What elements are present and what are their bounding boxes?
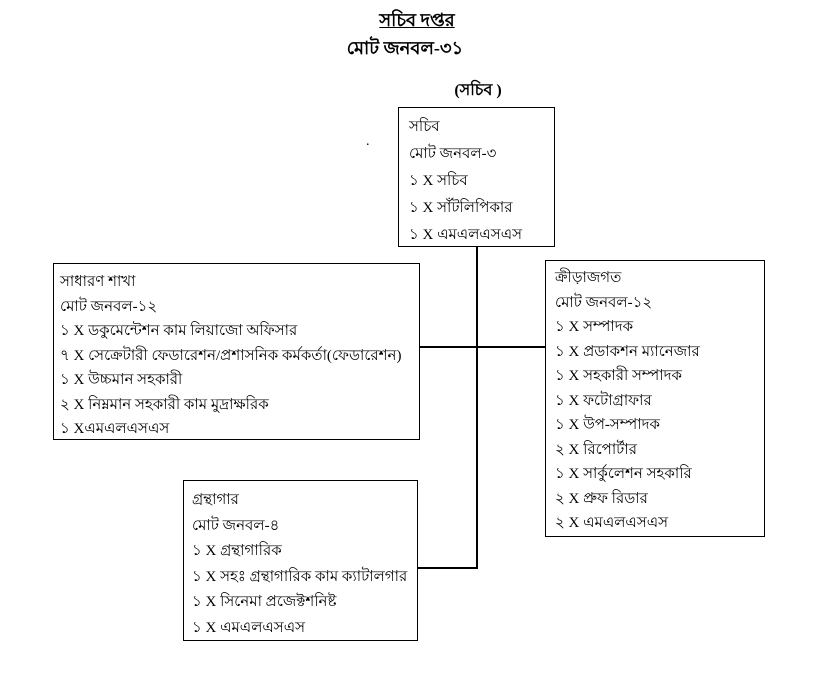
staff-line: ১ X সিনেমা প্রজেক্টশনিষ্ট: [192, 594, 337, 610]
staff-line: ১ X সার্কুলেশন সহকারি: [555, 466, 692, 482]
staff-line: ১ X সচিব: [409, 173, 468, 189]
connector-library-line: [418, 567, 476, 569]
page-subtitle: মোট জনবল-৩১: [346, 38, 464, 58]
staff-line: ১ Xএমএলএসএস: [60, 421, 170, 437]
box-total: মোট জনবল-৪: [192, 517, 280, 534]
box-total: মোট জনবল-১২: [555, 294, 653, 311]
staff-line: ১ X প্রডাকশন ম্যানেজার: [555, 343, 700, 360]
connector-horizontal-line: [420, 346, 545, 348]
staff-line: ২ X প্রুফ রিডার: [555, 490, 648, 507]
box-title: সাধারণ শাখা: [60, 274, 136, 290]
org-box-library: গ্রন্থাগার মোট জনবল-৪ ১ X গ্রন্থাগারিক ১…: [183, 480, 418, 641]
staff-line: ১ X উচ্চমান সহকারী: [60, 372, 183, 388]
staff-line: ১ X সাঁটলিপিকার: [409, 200, 513, 216]
staff-line: ১ X উপ-সম্পাদক: [555, 417, 660, 433]
box-title: ক্রীড়াজগত: [555, 270, 622, 286]
staff-line: ১ X এমএলএসএস: [409, 227, 523, 243]
staff-line: ২ X রিপোর্টার: [555, 441, 637, 458]
staff-line: ১ X সহঃ গ্রন্থাগারিক কাম ক্যাটালগার: [192, 568, 408, 585]
org-box-secretary: সচিব মোট জনবল-৩ ১ X সচিব ১ X সাঁটলিপিকার…: [398, 107, 555, 247]
staff-line: ১ X সহকারী সম্পাদক: [555, 368, 683, 384]
box-title: গ্রন্থাগার: [192, 492, 239, 508]
staff-line: ১ X গ্রন্থাগারিক: [192, 543, 282, 559]
page-title: সচিব দপ্তর: [379, 10, 455, 30]
box-total: মোট জনবল-১২: [60, 298, 158, 315]
staff-line: ২ X এমএলএসএস: [555, 515, 669, 531]
staff-line: ২ X নিম্নমান সহকারী কাম মুদ্রাক্ষরিক: [60, 396, 269, 413]
staff-line: ১ X ফটোগ্রাফার: [555, 392, 652, 409]
box-title: সচিব: [409, 119, 440, 135]
staff-line: ১ X ডকুমেন্টেশন কাম লিয়াজো অফিসার: [60, 323, 298, 339]
staff-line: ৭ X সেক্রেটারী ফেডারেশন/প্রশাসনিক কর্মকর…: [60, 347, 402, 364]
staff-line: ১ X এমএলএসএস: [192, 619, 306, 636]
staff-line: ১ X সম্পাদক: [555, 319, 634, 335]
secretary-caption: (সচিব ): [454, 82, 502, 99]
box-total: মোট জনবল-৩: [409, 146, 497, 162]
stray-dot: .: [366, 134, 370, 149]
org-box-sports-world: ক্রীড়াজগত মোট জনবল-১২ ১ X সম্পাদক ১ X প…: [545, 260, 765, 537]
connector-vertical-line: [476, 246, 478, 569]
org-box-general-branch: সাধারণ শাখা মোট জনবল-১২ ১ X ডকুমেন্টেশন …: [53, 263, 420, 440]
